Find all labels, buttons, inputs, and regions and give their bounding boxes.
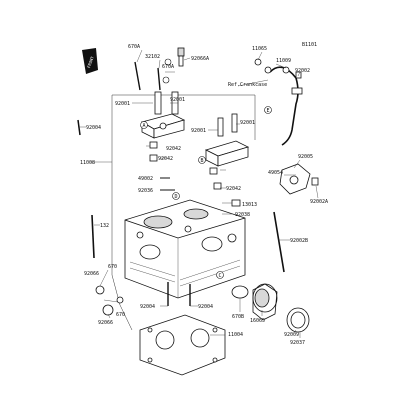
- label-92004-c: 92004: [198, 304, 213, 310]
- label-92004-b: 92004: [140, 304, 155, 310]
- label-92036: 92036: [138, 188, 153, 194]
- label-92001-c: 92001: [191, 128, 206, 134]
- oil-pipe: [264, 66, 303, 146]
- svg-text:A: A: [143, 123, 146, 129]
- dowel-pin-right: [209, 167, 218, 175]
- label-92066a: 92066A: [191, 56, 209, 62]
- oring-670b: [231, 285, 249, 299]
- label-670b: 670B: [232, 314, 244, 320]
- leader-lines: [78, 49, 319, 338]
- dowel-pin-left: [149, 141, 158, 149]
- label-92038: 92038: [235, 212, 250, 218]
- svg-text:D: D: [175, 194, 178, 200]
- label-670: 670: [108, 264, 117, 270]
- callout-e-2: [162, 76, 170, 84]
- label-92037: 92037: [290, 340, 305, 346]
- label-92002: 92002: [295, 68, 310, 74]
- label-92001-a: 92001: [115, 101, 130, 107]
- front-label: FRONT: [86, 55, 95, 69]
- fitting-92066: [95, 285, 105, 295]
- intake-holder-16065: [252, 283, 278, 321]
- ref-crankcase-note: Ref.Crankcase: [228, 82, 267, 88]
- label-49054: 49054: [268, 170, 283, 176]
- clamp-inner: [290, 311, 306, 329]
- label-92042-b: 92042: [158, 156, 173, 162]
- label-132: 132: [100, 223, 109, 229]
- figure-id: B1101: [302, 42, 317, 48]
- hollow-bolt-32102: [157, 67, 161, 91]
- label-92066: 92066: [84, 271, 99, 277]
- nut-92002a: [311, 177, 319, 186]
- callout-e: E: [264, 106, 272, 114]
- label-11009: 11009: [276, 58, 291, 64]
- callout-c: C: [216, 271, 224, 279]
- label-92042-a: 92042: [166, 146, 181, 152]
- stud-bolt-670a: [134, 61, 141, 91]
- bracket-49054: [279, 163, 311, 195]
- label-49002: 49002: [138, 176, 153, 182]
- assembly-frame-left: [111, 95, 133, 331]
- svg-text:E: E: [267, 108, 270, 114]
- label-670a: 670A: [128, 44, 140, 50]
- label-92066-b: 92066: [98, 320, 113, 326]
- label-92001-b: 92001: [170, 97, 185, 103]
- callout-a-2: [164, 58, 172, 66]
- label-92009: 92009: [284, 332, 299, 338]
- oring-670: [116, 296, 124, 304]
- head-gasket-11004: [139, 314, 226, 376]
- washer-11065: [254, 58, 262, 66]
- svg-text:C: C: [219, 273, 222, 279]
- bolt-132: [91, 214, 95, 259]
- callout-a: A: [140, 121, 148, 129]
- label-92004-a: 92004: [86, 125, 101, 131]
- label-92001-d: 92001: [240, 120, 255, 126]
- svg-text:B: B: [201, 158, 204, 164]
- label-92005: 92005: [298, 154, 313, 160]
- label-670a-b: 670A: [162, 64, 174, 70]
- camshaft-cap-b-right: [204, 113, 250, 167]
- front-arrow-icon: FRONT: [82, 48, 98, 74]
- stud-92002b: [273, 211, 285, 273]
- dowel-pin-right-2: [213, 182, 222, 190]
- label-670-b: 670: [116, 312, 125, 318]
- label-11004: 11004: [228, 332, 243, 338]
- cylinder-head: [124, 199, 246, 299]
- washer-11009: [282, 66, 290, 74]
- label-11065: 11065: [252, 46, 267, 52]
- callout-d: D: [172, 192, 180, 200]
- label-92042-c: 92042: [226, 186, 241, 192]
- label-13013: 13013: [242, 202, 257, 208]
- oring-92066: [102, 304, 114, 316]
- dowel-pin-left-2: [149, 154, 158, 162]
- plug-13013: [231, 199, 241, 207]
- oil-pipe-fitting-92066a: [177, 47, 185, 67]
- label-92002a: 92002A: [310, 199, 328, 205]
- label-32102: 32102: [145, 54, 160, 60]
- label-11008: 11008: [80, 160, 95, 166]
- callout-b: B: [198, 156, 206, 164]
- label-16065: 16065: [250, 318, 265, 324]
- bolt-92004-left: [77, 119, 81, 136]
- label-92002b: 92002B: [290, 238, 308, 244]
